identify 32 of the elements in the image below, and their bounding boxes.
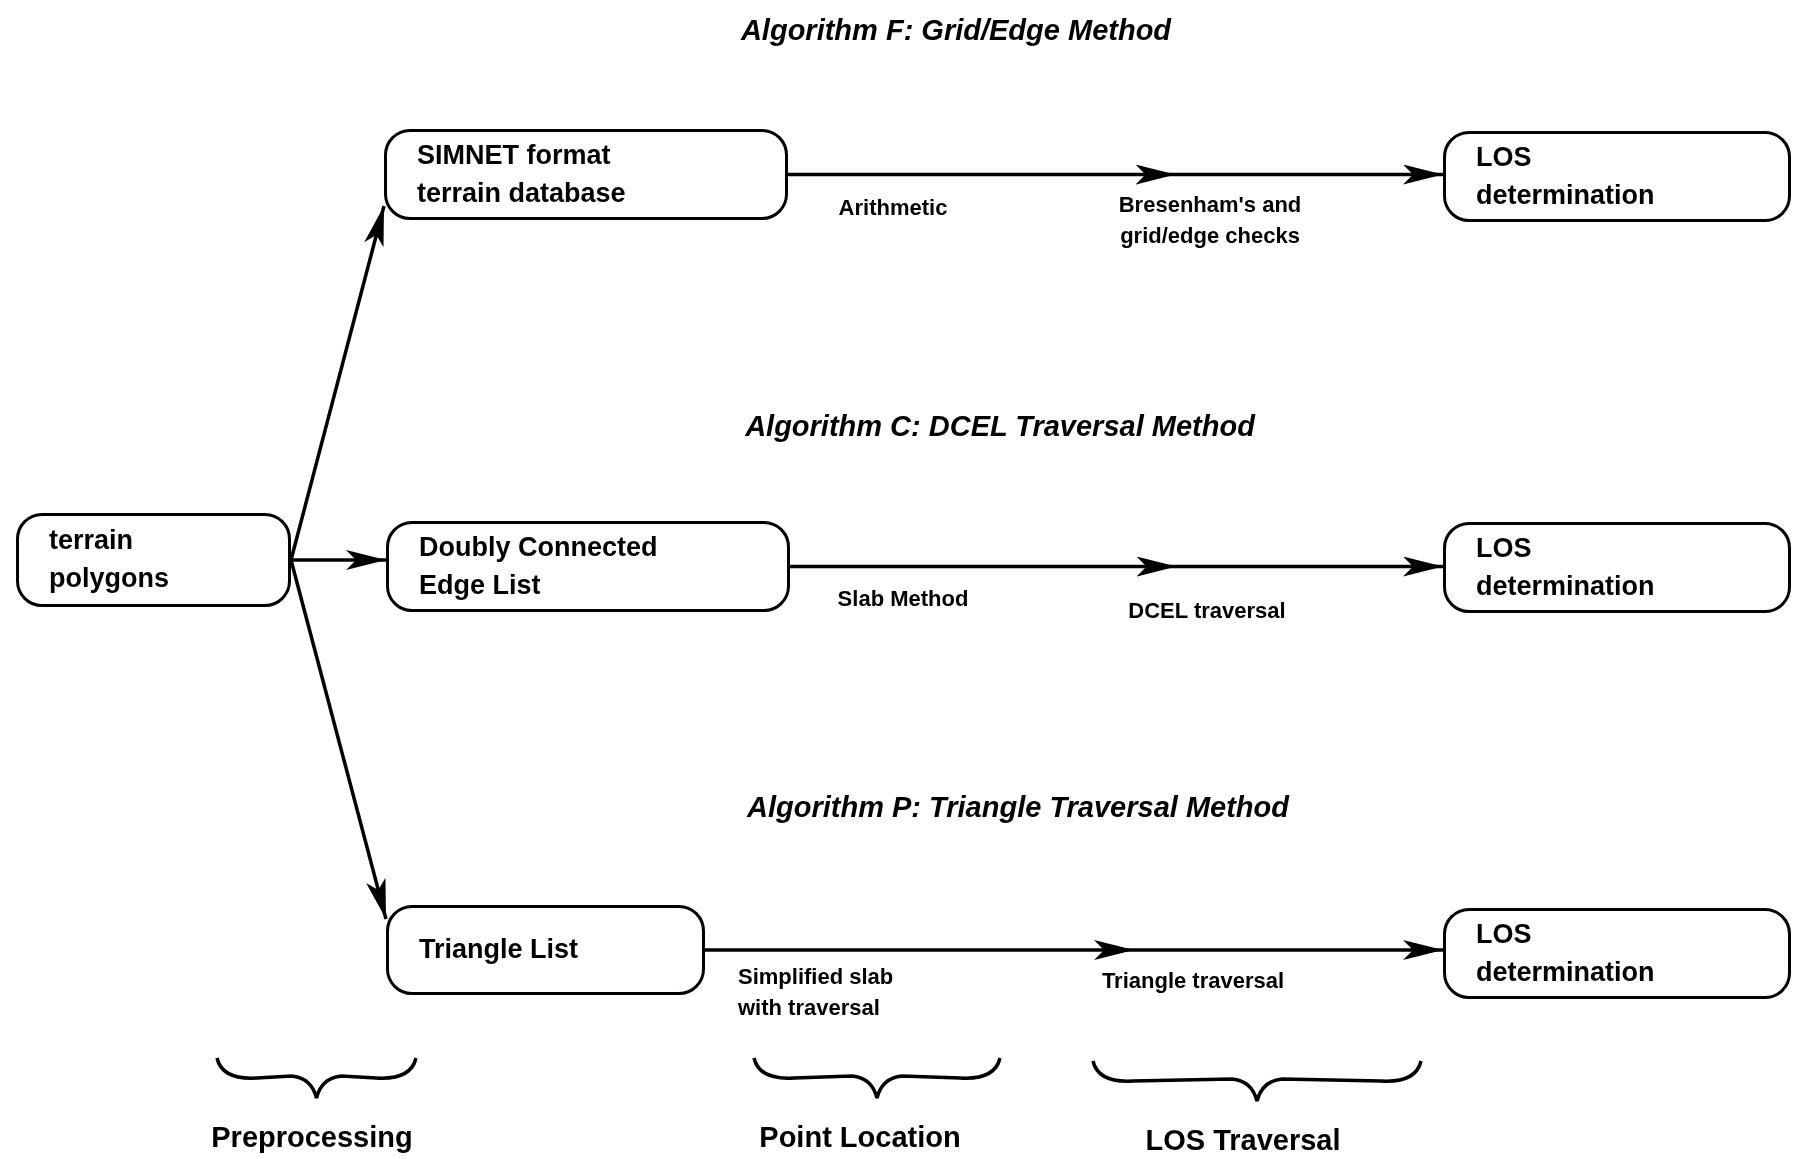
process-box [1443,131,1791,222]
arrow [291,550,386,570]
box-label: terrain polygons [49,524,170,595]
step-label: DCEL traversal [1128,597,1286,625]
phase-label: LOS Traversal [1145,1123,1341,1158]
phase-label: Point Location [759,1120,961,1155]
algorithm-title: Algorithm C: DCEL Traversal Method [745,409,1255,444]
step-label: Triangle traversal [1101,967,1285,995]
box-label: Triangle List [419,933,580,967]
box-label: SIMNET format terrain database [417,138,627,210]
box-label: Doubly Connected Edge List [419,530,659,602]
process-box [384,129,788,220]
edge-label: Arithmetic [838,194,948,222]
arrow [788,165,1443,185]
process-box [386,905,705,995]
phase-label: Preprocessing [211,1120,413,1155]
step-label: Bresenham's and grid/edge checks [1117,191,1303,250]
box-label: LOS determination [1476,140,1656,212]
process-box [1443,522,1791,613]
process-box [16,513,291,607]
process-box [1443,908,1791,999]
box-label: LOS determination [1476,917,1656,989]
arrow [705,940,1443,960]
edge-label: Slab Method [837,585,969,613]
arrow [289,205,386,561]
edge-label: Simplified slab with traversal [738,963,895,1022]
arrow [289,559,388,920]
algorithm-title: Algorithm F: Grid/Edge Method [740,13,1172,48]
arrow [790,557,1443,577]
algorithm-title: Algorithm P: Triangle Traversal Method [747,790,1289,825]
process-box [386,521,790,612]
box-label: LOS determination [1476,531,1656,603]
